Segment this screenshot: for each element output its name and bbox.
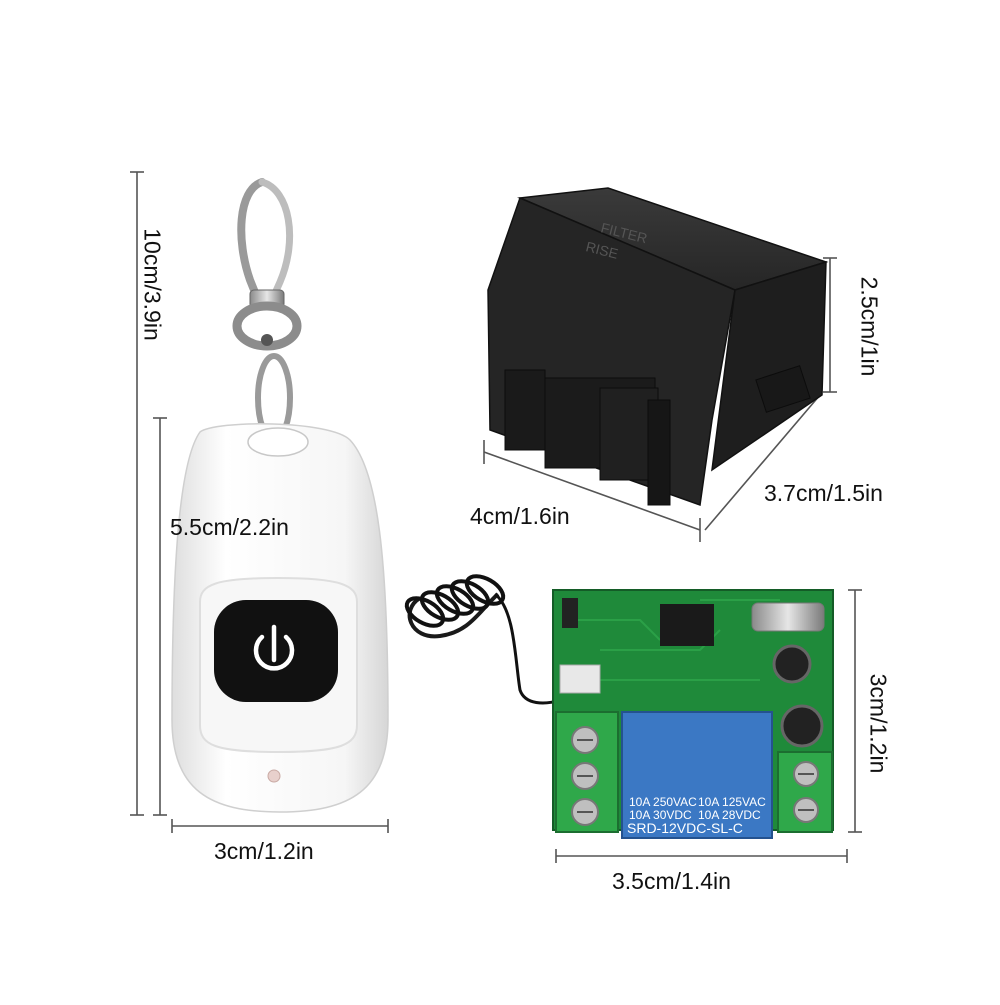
case-marking-rise: RISE [584, 238, 620, 261]
dimension-lines [130, 171, 862, 863]
remote-body-height-label: 5.5cm/2.2in [170, 514, 289, 540]
case-length-label: 4cm/1.6in [470, 503, 570, 529]
power-button [214, 600, 338, 702]
board-width-label: 3.5cm/1.4in [612, 868, 731, 894]
power-icon [253, 624, 295, 671]
relay-model: SRD-12VDC-SL-C [627, 820, 743, 836]
case-depth-label: 3.7cm/1.5in [764, 480, 883, 506]
receiver-case: FILTER RISE [487, 187, 829, 507]
relay-rating-1l: 10A 250VAC [629, 795, 697, 809]
keychain-clasp [232, 178, 302, 443]
relay-rating-2l: 10A 30VDC [629, 808, 692, 822]
crystal [751, 602, 825, 632]
capacitor [780, 704, 824, 748]
relay: 10A 250VAC 10A 125VAC 10A 30VDC 10A 28VD… [621, 711, 773, 839]
relay-rating-1r: 10A 125VAC [698, 795, 766, 809]
terminal-block-left [555, 711, 619, 833]
case-height-label: 2.5cm/1in [856, 276, 883, 377]
receiver-board: 10A 250VAC 10A 125VAC 10A 30VDC 10A 28VD… [552, 589, 834, 839]
relay-rating-2r: 10A 28VDC [698, 808, 761, 822]
terminal-block-right [777, 751, 833, 833]
capacitor [772, 644, 812, 684]
remote-width-label: 3cm/1.2in [214, 838, 314, 864]
antenna-coil [404, 574, 561, 705]
board-height-label: 3cm/1.2in [865, 673, 892, 774]
remote-total-height-label: 10cm/3.9in [139, 228, 166, 341]
remote-control [171, 423, 389, 813]
led-indicator [267, 769, 281, 783]
ic-chip [660, 604, 714, 646]
